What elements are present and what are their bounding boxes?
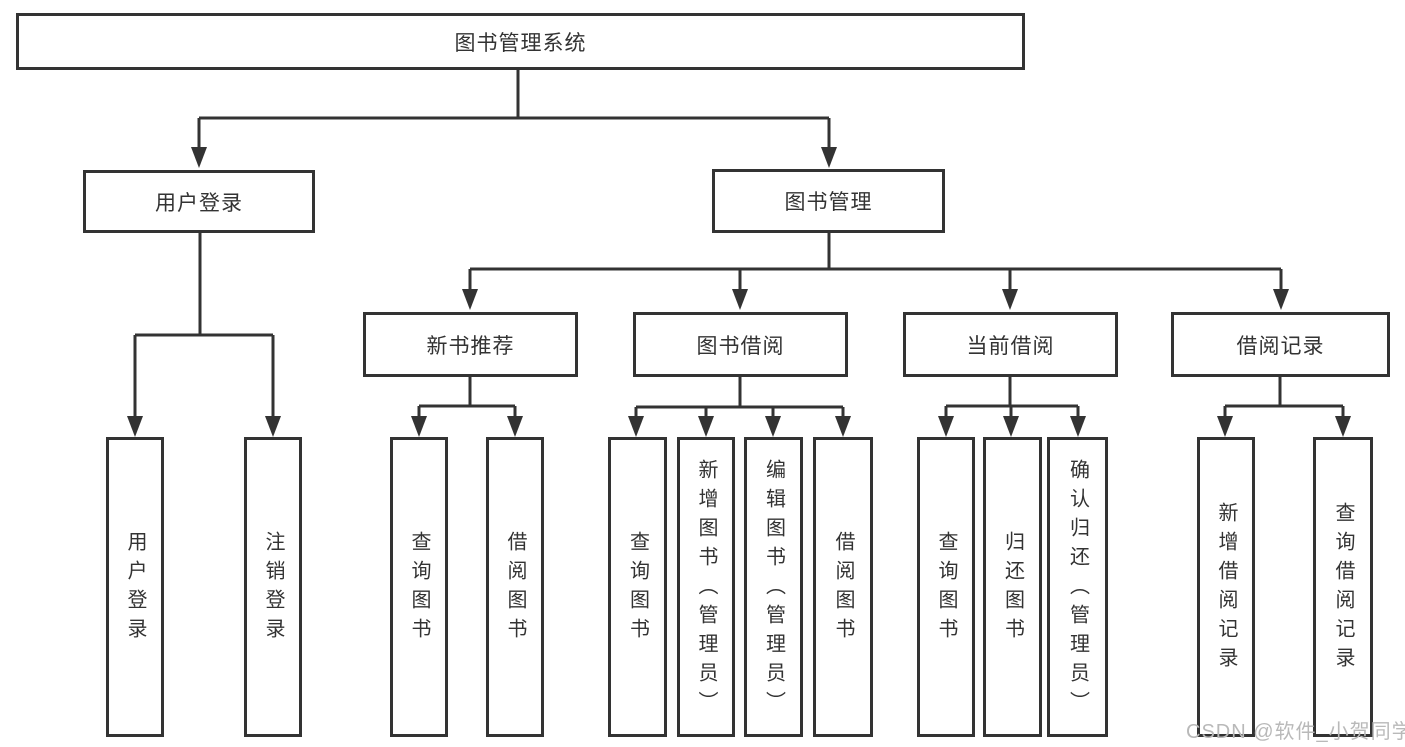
node-current-borrowing: 当前借阅: [903, 312, 1118, 377]
leaf-add-borrow-record: 新增借阅记录: [1197, 437, 1255, 737]
node-label: 图书管理系统: [454, 31, 587, 55]
node-label: 借阅图书: [504, 531, 526, 647]
node-label: 图书借阅: [696, 334, 785, 358]
csdn-watermark: CSDN @软件_小贺同学: [1186, 721, 1405, 743]
leaf-user-login: 用户登录: [106, 437, 164, 737]
leaf-confirm-return-admin: 确认归还（管理员）: [1047, 437, 1108, 737]
leaf-add-book-admin: 新增图书（管理员）: [677, 437, 735, 737]
node-label: 查询借阅记录: [1332, 502, 1354, 676]
node-label: 借阅图书: [832, 531, 854, 647]
node-label: 注销登录: [262, 531, 284, 647]
node-label: 查询图书: [408, 531, 430, 647]
node-new-book-recommend: 新书推荐: [363, 312, 578, 377]
node-label: 归还图书: [1001, 531, 1024, 647]
leaf-borrow-book-1: 借阅图书: [486, 437, 544, 737]
node-label: 查询图书: [935, 531, 957, 647]
node-label: 新书推荐: [426, 334, 515, 358]
node-label: 用户登录: [124, 531, 146, 647]
node-book-management: 图书管理: [712, 169, 945, 233]
leaf-query-borrow-record: 查询借阅记录: [1313, 437, 1373, 737]
node-label: 查询图书: [626, 531, 649, 647]
leaf-return-book: 归还图书: [983, 437, 1042, 737]
leaf-logout: 注销登录: [244, 437, 302, 737]
leaf-edit-book-admin: 编辑图书（管理员）: [744, 437, 803, 737]
leaf-query-book-3: 查询图书: [917, 437, 975, 737]
node-library-management-system: 图书管理系统: [16, 13, 1025, 70]
node-label: 新增图书（管理员）: [695, 458, 717, 720]
node-book-borrowing: 图书借阅: [633, 312, 848, 377]
leaf-borrow-book-2: 借阅图书: [813, 437, 873, 737]
leaf-query-book-1: 查询图书: [390, 437, 448, 737]
node-label: 当前借阅: [966, 334, 1055, 358]
arrowheads: [127, 147, 1351, 437]
node-label: 图书管理: [784, 191, 873, 214]
node-label: 用户登录: [155, 191, 243, 215]
node-label: 确认归还（管理员）: [1066, 458, 1089, 720]
leaf-query-book-2: 查询图书: [608, 437, 667, 737]
node-label: 借阅记录: [1236, 334, 1325, 358]
node-label: 新增借阅记录: [1215, 502, 1237, 676]
node-borrowing-records: 借阅记录: [1171, 312, 1390, 377]
node-label: 编辑图书（管理员）: [762, 458, 785, 720]
node-user-login: 用户登录: [83, 170, 315, 233]
